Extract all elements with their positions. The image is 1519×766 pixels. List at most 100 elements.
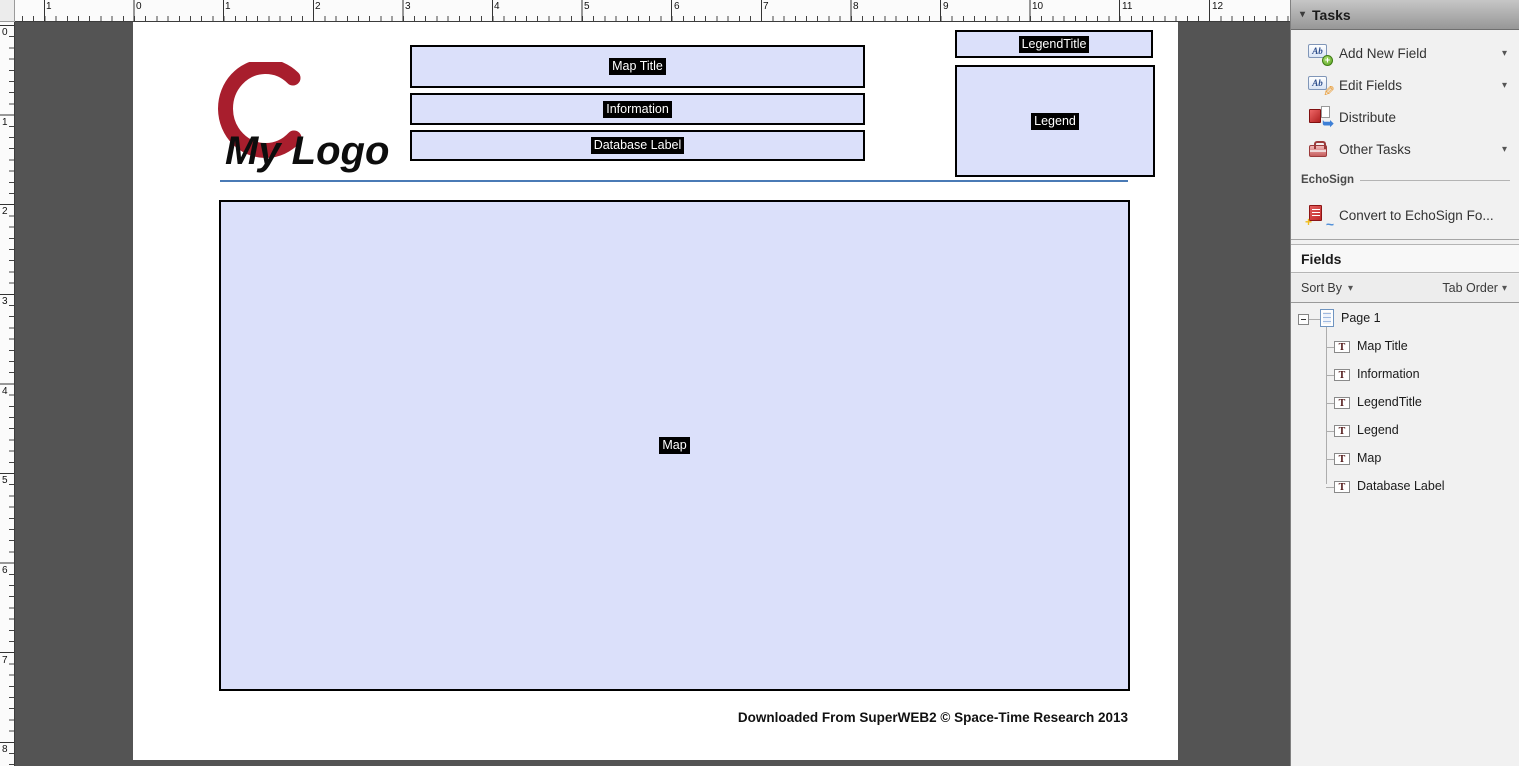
vruler-number: 5 xyxy=(2,475,8,486)
tree-item-legend-title[interactable]: T LegendTitle xyxy=(1291,391,1519,415)
tree-item-map[interactable]: T Map xyxy=(1291,447,1519,471)
form-field-legend-title[interactable]: LegendTitle xyxy=(955,30,1153,58)
tree-stub xyxy=(1309,319,1320,320)
logo-swoosh xyxy=(218,59,302,158)
horizontal-ruler: 1 0 1 2 3 4 5 6 7 8 9 10 11 12 xyxy=(15,0,1290,22)
task-label: Add New Field xyxy=(1339,45,1427,61)
text-field-icon: T xyxy=(1334,341,1350,353)
text-field-icon: T xyxy=(1334,453,1350,465)
form-field-map-title[interactable]: Map Title xyxy=(410,45,865,88)
vruler-number: 7 xyxy=(2,655,8,666)
form-field-map[interactable]: Map xyxy=(219,200,1130,691)
hruler-number: 5 xyxy=(584,1,590,12)
hruler-number: 11 xyxy=(1122,1,1133,12)
tree-item-legend[interactable]: T Legend xyxy=(1291,419,1519,443)
field-label: Map Title xyxy=(609,58,666,75)
distribute-icon: ➥ xyxy=(1308,106,1334,131)
other-tasks-icon xyxy=(1308,138,1332,160)
task-other-tasks[interactable]: Other Tasks ▾ xyxy=(1291,134,1519,164)
hruler-number: 12 xyxy=(1212,1,1224,12)
vruler-number: 4 xyxy=(2,386,8,397)
tree-stub xyxy=(1326,375,1334,376)
tree-stub xyxy=(1326,403,1334,404)
tree-item-label: Database Label xyxy=(1357,479,1445,493)
hruler-number: 6 xyxy=(674,1,680,12)
text-field-icon: T xyxy=(1334,397,1350,409)
task-label: Edit Fields xyxy=(1339,77,1403,93)
task-label: Convert to EchoSign Fo... xyxy=(1339,207,1494,223)
tasks-panel-header[interactable]: ▾ Tasks xyxy=(1291,0,1519,30)
task-distribute[interactable]: ➥ Distribute xyxy=(1291,102,1519,132)
chevron-down-icon[interactable]: ▾ xyxy=(1501,143,1507,155)
task-add-new-field[interactable]: Ab+ Add New Field ▾ xyxy=(1291,38,1519,68)
tree-item-label: LegendTitle xyxy=(1357,395,1422,409)
vruler-number: 6 xyxy=(2,565,8,576)
hruler-number: 10 xyxy=(1032,1,1044,12)
document-pane: 1 0 1 2 3 4 5 6 7 8 9 10 11 12 0 1 2 3 4… xyxy=(0,0,1290,766)
chevron-down-icon[interactable]: ▾ xyxy=(1501,47,1507,59)
chevron-down-icon[interactable]: ▾ xyxy=(1348,282,1354,294)
collapse-triangle-icon: ▾ xyxy=(1300,9,1306,20)
field-label: Database Label xyxy=(590,137,685,154)
tree-item-label: Map xyxy=(1357,451,1382,465)
hruler-number: 4 xyxy=(494,1,500,12)
task-edit-fields[interactable]: Ab✎ Edit Fields ▾ xyxy=(1291,70,1519,100)
field-label: Legend xyxy=(1031,112,1079,130)
hruler-number: 1 xyxy=(225,1,231,12)
tree-item-label: Information xyxy=(1357,367,1420,381)
field-label: Map xyxy=(659,437,690,454)
task-convert-echosign[interactable]: +~ Convert to EchoSign Fo... xyxy=(1291,200,1519,232)
tree-item-page[interactable]: Page 1 xyxy=(1291,307,1519,331)
sort-by-dropdown[interactable]: Sort By xyxy=(1301,281,1342,295)
chevron-down-icon[interactable]: ▾ xyxy=(1501,282,1507,294)
vruler-number: 2 xyxy=(2,206,8,217)
tree-stub xyxy=(1326,459,1334,460)
vruler-number: 1 xyxy=(2,117,8,128)
panel-divider xyxy=(1291,239,1519,240)
tasks-panel-title: Tasks xyxy=(1312,6,1351,23)
hruler-number: 7 xyxy=(763,1,769,12)
tree-stub xyxy=(1326,487,1334,488)
add-new-field-icon: Ab+ xyxy=(1308,42,1333,66)
page-footer-text: Downloaded From SuperWEB2 © Space-Time R… xyxy=(737,710,1128,725)
tree-item-map-title[interactable]: T Map Title xyxy=(1291,335,1519,359)
tree-item-label: Map Title xyxy=(1357,339,1408,353)
tree-item-label: Legend xyxy=(1357,423,1399,437)
fields-panel-title: Fields xyxy=(1301,250,1342,267)
echosign-rule xyxy=(1360,179,1510,181)
hruler-number: 0 xyxy=(136,1,142,12)
fields-panel-header[interactable]: Fields xyxy=(1291,244,1519,273)
fields-sort-bar: Sort By ▾ Tab Order ▾ xyxy=(1291,274,1519,303)
field-label: LegendTitle xyxy=(1018,35,1090,53)
tree-stub xyxy=(1326,347,1334,348)
ruler-corner xyxy=(0,0,15,22)
form-field-database-label[interactable]: Database Label xyxy=(410,130,865,161)
logo-text: My Logo xyxy=(225,129,389,173)
echosign-label: EchoSign xyxy=(1301,174,1355,186)
chevron-down-icon[interactable]: ▾ xyxy=(1501,79,1507,91)
vruler-major-ticks xyxy=(0,25,14,766)
hruler-major-ticks xyxy=(44,0,1290,21)
vruler-number: 8 xyxy=(2,744,8,755)
hruler-number: 1 xyxy=(46,1,52,12)
text-field-icon: T xyxy=(1334,481,1350,493)
tree-item-label: Page 1 xyxy=(1341,311,1381,325)
form-field-information[interactable]: Information xyxy=(410,93,865,125)
collapse-expander-icon[interactable] xyxy=(1298,314,1309,325)
header-divider-rule xyxy=(220,180,1128,182)
vertical-ruler: 0 1 2 3 4 5 6 7 8 xyxy=(0,22,15,766)
echosign-convert-icon: +~ xyxy=(1305,204,1334,232)
logo-swoosh-accent xyxy=(231,69,299,84)
field-label: Information xyxy=(603,100,672,118)
hruler-number: 2 xyxy=(315,1,321,12)
tree-item-information[interactable]: T Information xyxy=(1291,363,1519,387)
hruler-number: 9 xyxy=(943,1,949,12)
page-icon xyxy=(1320,309,1334,327)
pdf-page: My Logo Map Title Information Database L… xyxy=(133,22,1178,760)
tree-item-database-label[interactable]: T Database Label xyxy=(1291,475,1519,499)
vruler-number: 0 xyxy=(2,27,8,38)
my-logo: My Logo xyxy=(181,59,411,177)
form-field-legend[interactable]: Legend xyxy=(955,65,1155,177)
hruler-number: 3 xyxy=(405,1,411,12)
tab-order-dropdown[interactable]: Tab Order xyxy=(1442,281,1498,295)
